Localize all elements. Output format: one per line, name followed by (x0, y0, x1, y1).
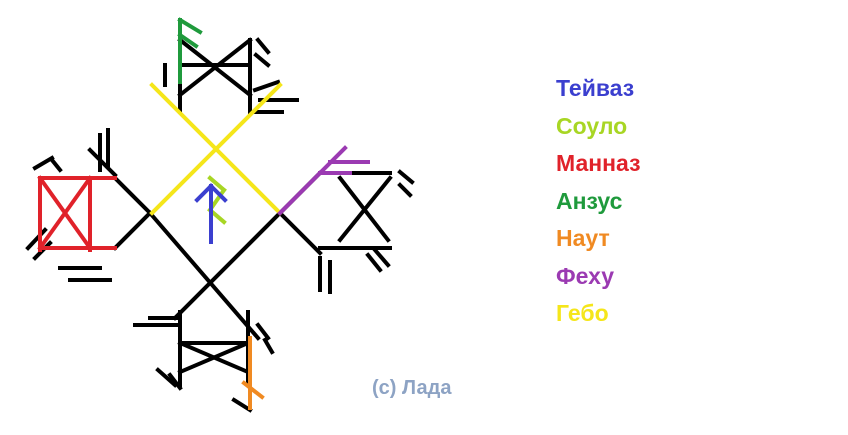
legend-item-ansuz: Анзус (556, 187, 623, 214)
gebo-rune-strokes (149, 82, 283, 216)
legend-item-sowulo: Соуло (556, 112, 628, 139)
legend-item-naut: Наут (556, 225, 610, 251)
legend-item-teiwaz: Тейваз (556, 75, 635, 101)
rune-legend: Тейваз Соуло Манназ Анзус Наут Феху Гебо (556, 70, 641, 333)
ansuz-rune-strokes (177, 17, 203, 84)
tiwaz-rune-strokes (194, 183, 228, 244)
legend-item-mannaz: Манназ (556, 150, 641, 176)
legend-item-fehu: Феху (556, 262, 614, 289)
black-base-strokes (25, 37, 415, 413)
mannaz-rune-strokes (37, 175, 117, 252)
fehu-rune-strokes (277, 145, 370, 216)
legend-item-gebo: Гебо (556, 300, 609, 326)
copyright-text: (с) Лада (372, 377, 452, 399)
naut-rune-strokes (241, 336, 265, 410)
